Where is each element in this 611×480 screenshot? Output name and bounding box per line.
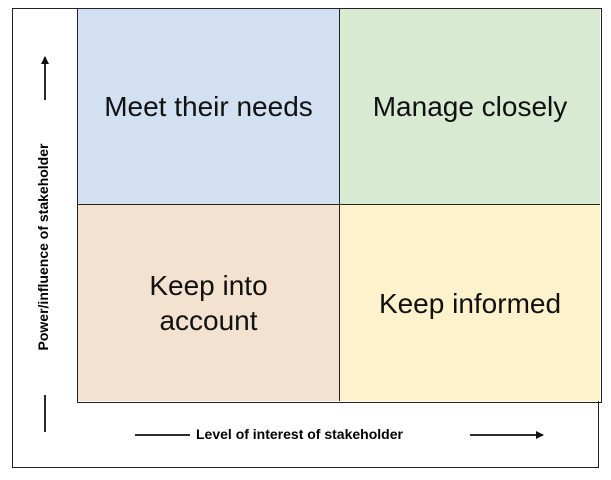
quadrant-label-bottom-left-line1: Keep into — [149, 270, 268, 301]
quadrant-keep-into-account: Keep into account — [78, 205, 340, 401]
y-axis-label: Power/influence of stakeholder — [35, 143, 51, 351]
quadrant-label-bottom-left-line2: account — [159, 305, 258, 336]
quadrant-label-top-left: Meet their needs — [104, 91, 313, 122]
quadrant-manage-closely: Manage closely — [340, 9, 600, 205]
quadrant-meet-their-needs: Meet their needs — [78, 9, 340, 205]
quadrant-label-bottom-right: Keep informed — [378, 287, 562, 319]
quadrant-label-top-right: Manage closely — [372, 91, 568, 122]
stakeholder-matrix: Meet their needs Manage closely Keep int… — [77, 8, 602, 403]
quadrant-keep-informed: Keep informed — [340, 205, 600, 401]
x-axis-label: Level of interest of stakeholder — [196, 426, 403, 442]
